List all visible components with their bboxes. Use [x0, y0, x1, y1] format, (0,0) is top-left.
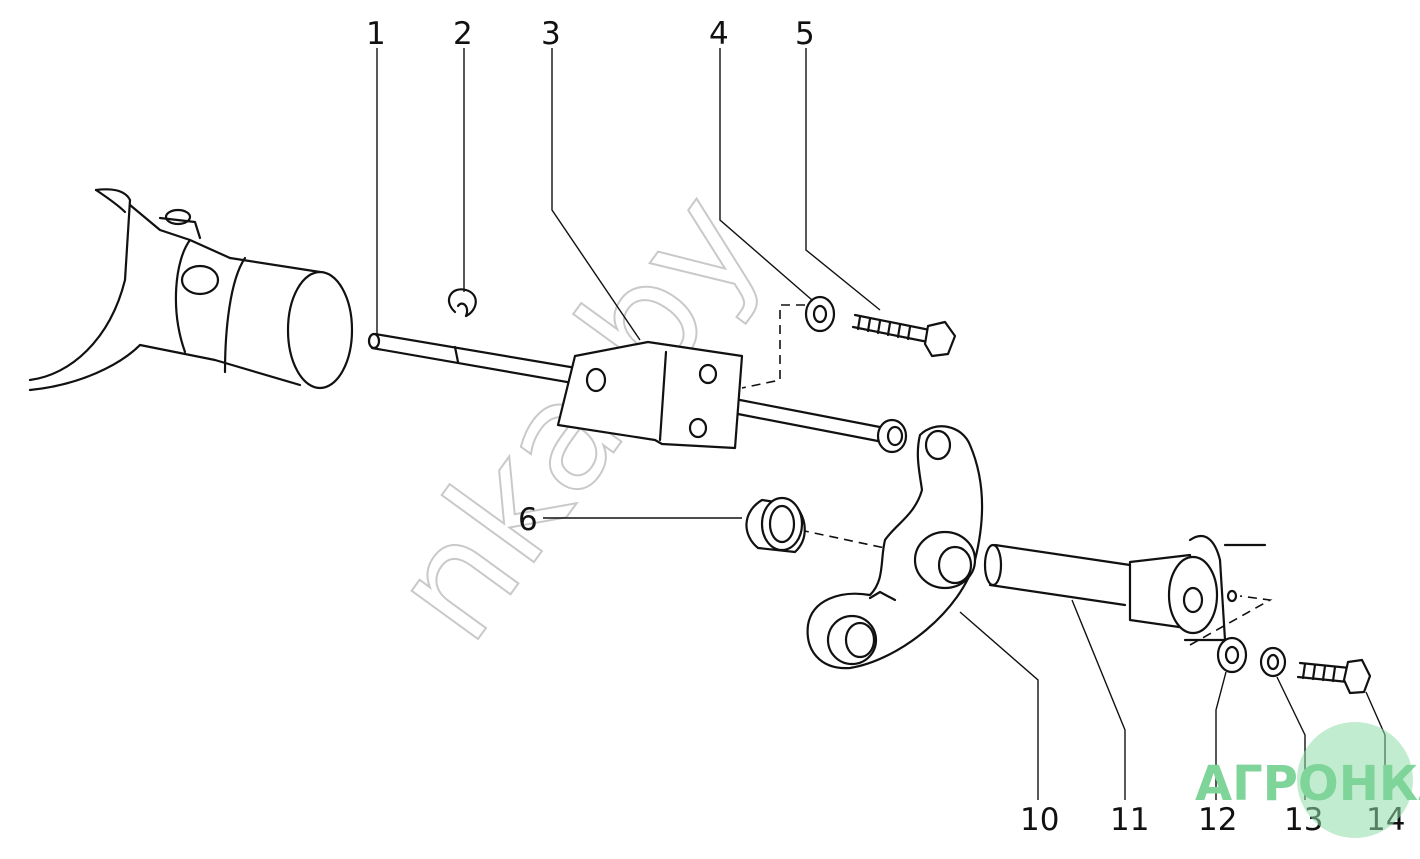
callout-11: 11 [1110, 802, 1149, 838]
part-11-shaft [983, 535, 1267, 642]
leader-lines [376, 48, 1386, 800]
part-14-bolt [1296, 658, 1372, 695]
callout-10: 10 [1020, 802, 1059, 838]
callout-1: 1 [366, 16, 386, 52]
callout-12: 12 [1198, 802, 1237, 838]
agronka-logo: АГРОНКА [1195, 722, 1420, 838]
callout-2: 2 [453, 16, 473, 52]
assembly-lines [741, 304, 1273, 646]
callout-labels: 1 2 3 4 5 6 10 11 12 13 14 [366, 16, 1405, 838]
part-6-bushing [745, 496, 806, 554]
callout-6: 6 [518, 502, 538, 538]
callout-3: 3 [541, 16, 561, 52]
callout-5: 5 [795, 16, 815, 52]
part-5-bolt [851, 313, 957, 358]
logo-text: АГРОНКА [1195, 756, 1420, 812]
part-2-circlip [447, 288, 477, 318]
part-12-washer [1216, 636, 1248, 674]
part-10-lever [806, 425, 984, 670]
part-1-rod [367, 332, 908, 454]
housing-cylinder [28, 188, 354, 392]
part-3-bracket [556, 340, 744, 450]
part-4-washer [804, 295, 836, 333]
callout-4: 4 [709, 16, 729, 52]
part-13-spring-washer [1259, 646, 1287, 678]
